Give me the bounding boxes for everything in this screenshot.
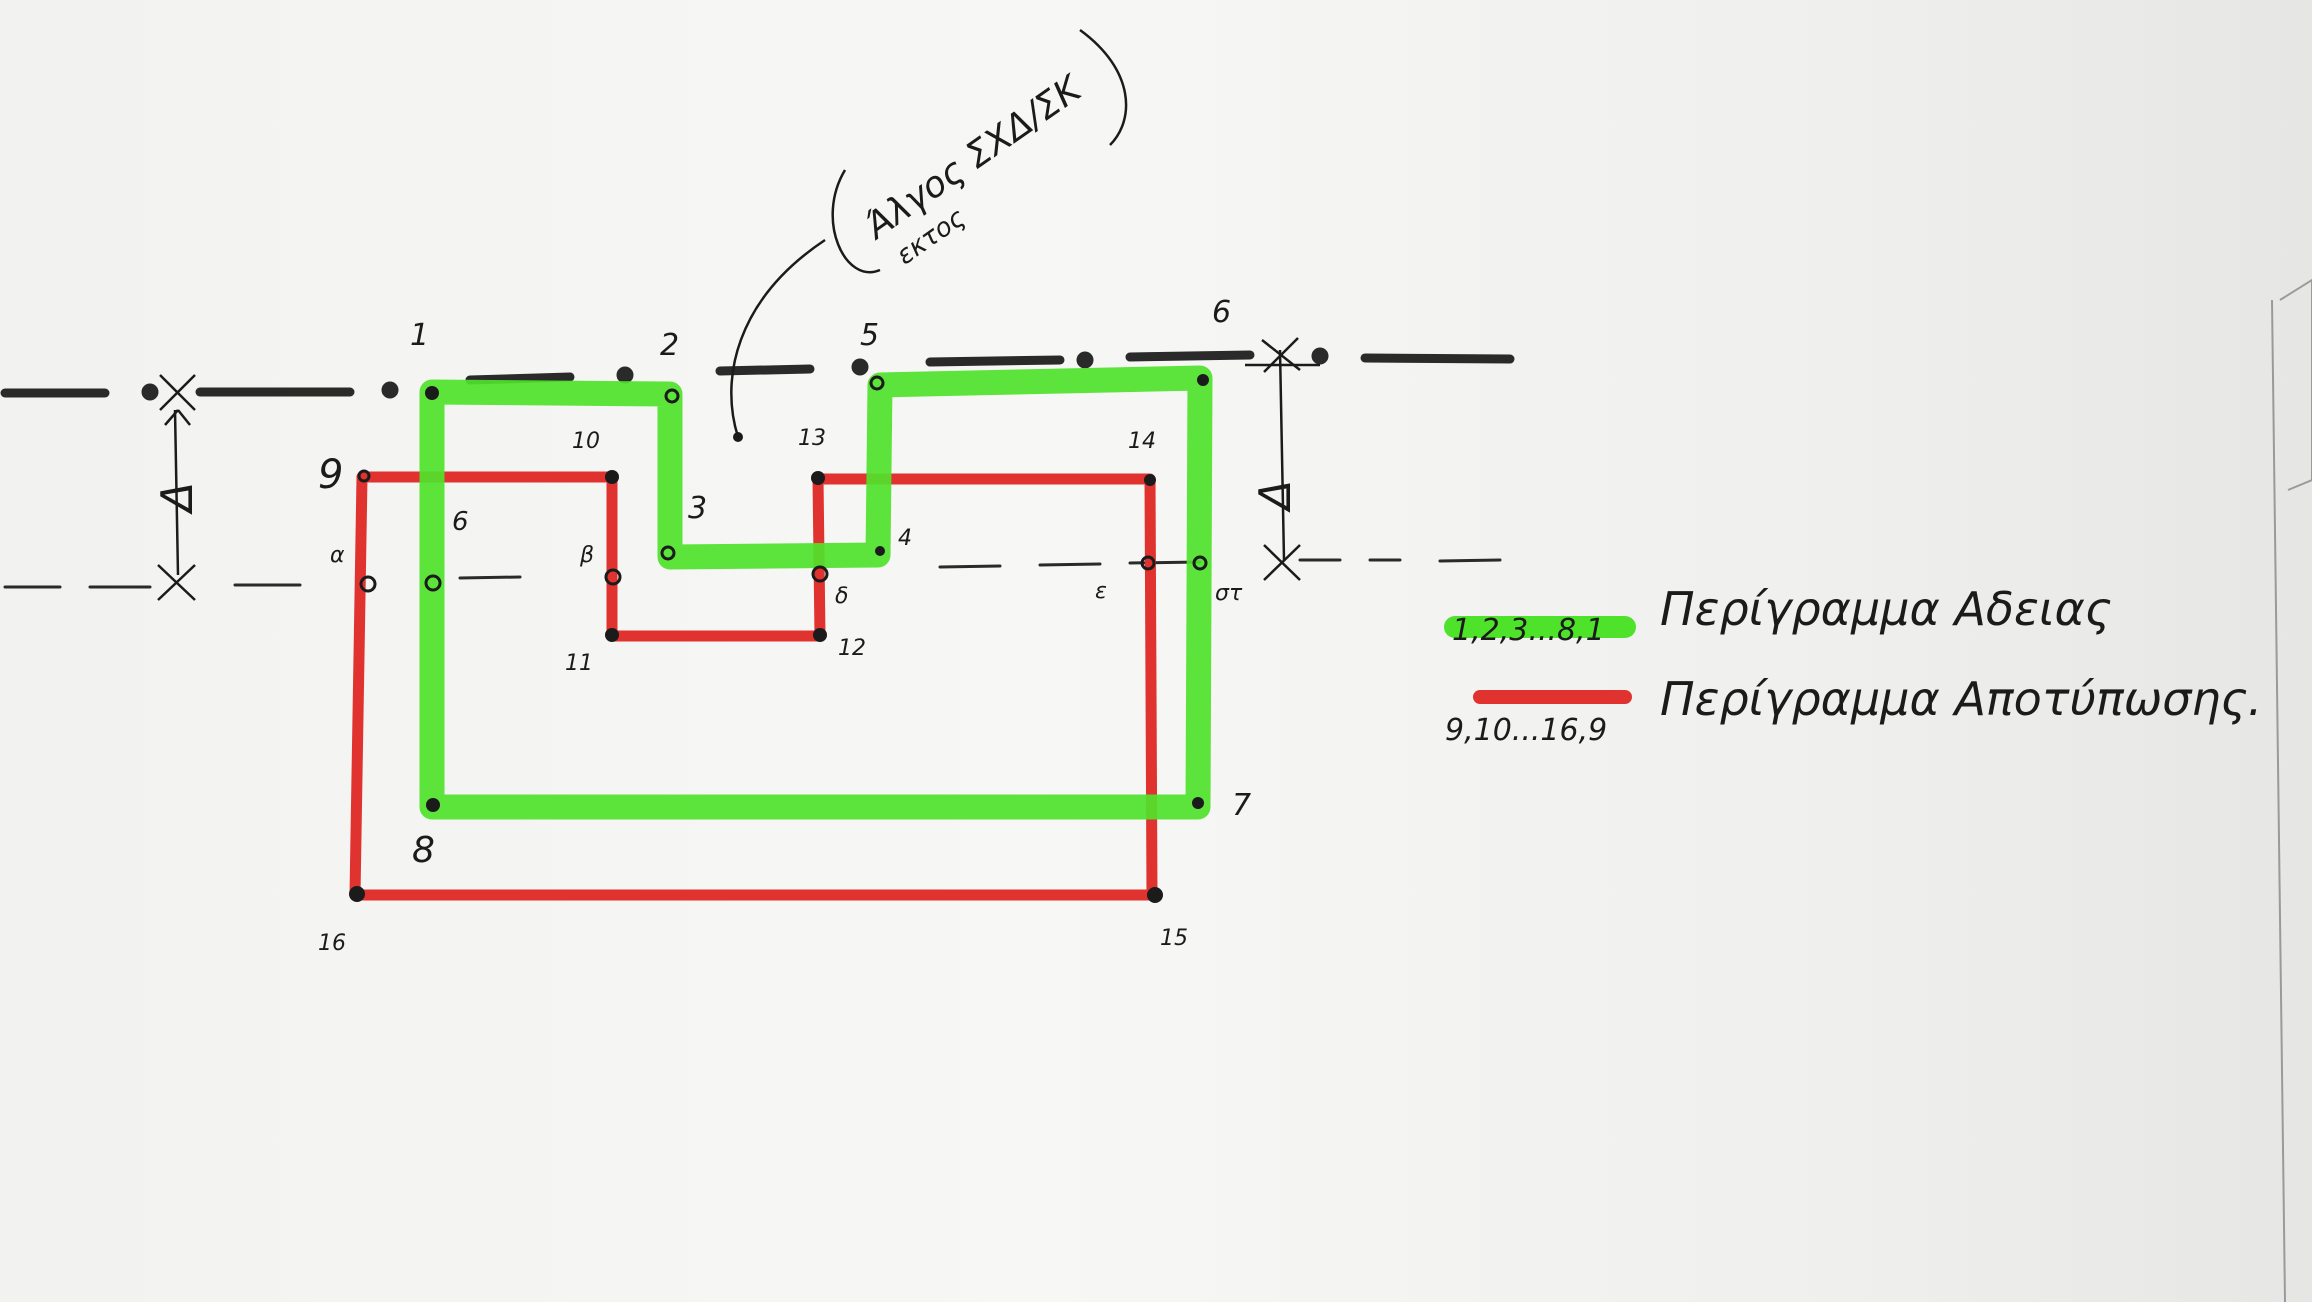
dimension-left-label: Δ [152,482,203,515]
label-st: στ [1215,581,1243,606]
label-16: 16 [318,931,346,956]
label-14: 14 [1128,429,1156,454]
dimension-left [157,374,196,601]
page-edge [2271,278,2312,1302]
label-15: 15 [1160,926,1188,951]
annotation-leader [730,238,826,438]
label-8: 8 [412,830,435,871]
annotation-bracket [831,28,1128,274]
label-4: 4 [898,526,912,551]
building-line-dashed [3,558,1502,589]
label-alpha: α [330,543,345,568]
green-permit-outline [419,365,1213,820]
label-5: 5 [860,318,879,353]
street-line-top [0,347,1515,401]
label-beta: β [579,543,594,568]
label-12: 12 [838,636,866,661]
label-6b: 6 [452,507,469,537]
legend-red-text: Περίγραμμα Αποτύπωσης. [1660,672,2262,726]
label-13: 13 [798,426,826,451]
label-11: 11 [565,651,593,676]
legend-red-sequence: 9,10...16,9 [1445,713,1607,748]
label-3: 3 [688,491,707,526]
red-survey-outline [349,471,1158,901]
label-delta: ε [1095,579,1107,604]
annotation-text-group: Άλγος ΣΧΔ/ΣΚ εκτος [857,67,1091,271]
dimension-right-label: Δ [1250,480,1301,513]
label-2: 2 [660,328,679,363]
annotation-point [733,432,743,442]
label-gamma: δ [835,584,848,609]
dimension-right [1245,337,1320,581]
vertex-labels: 1 2 3 4 5 6 6 7 8 9 10 11 12 13 14 15 16… [318,295,1251,956]
label-10: 10 [572,429,600,454]
legend-green-sequence: 1,2,3...8,1 [1452,613,1605,648]
label-9: 9 [318,452,343,498]
vertex-markers [349,374,1209,903]
annotation-text: Άλγος ΣΧΔ/ΣΚ [857,67,1091,248]
legend-green-text: Περίγραμμα Αδειας [1660,582,2112,636]
label-1: 1 [410,318,429,353]
label-7: 7 [1232,788,1251,823]
legend: 1,2,3...8,1 Περίγραμμα Αδειας 9,10...16,… [1444,582,2262,748]
label-6: 6 [1212,295,1231,330]
